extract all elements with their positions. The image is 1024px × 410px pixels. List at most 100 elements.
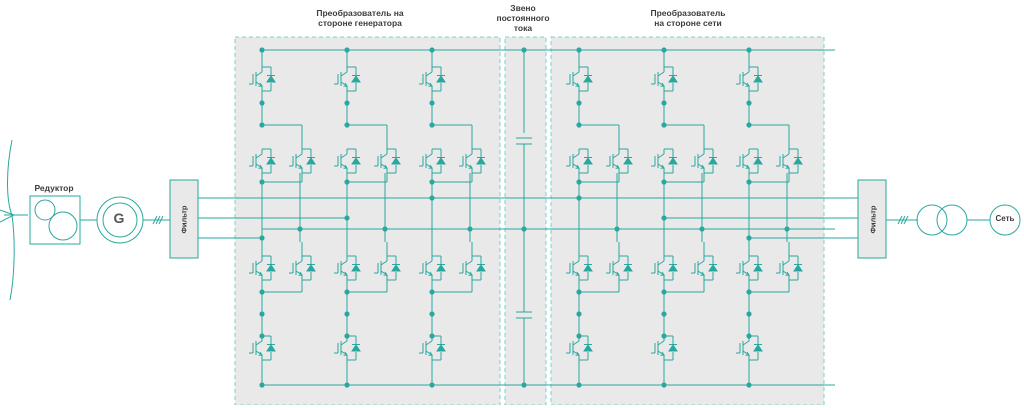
junction-dot: [259, 311, 265, 317]
diode-triangle: [583, 344, 593, 352]
diode-triangle: [436, 157, 446, 165]
diode-triangle: [668, 344, 678, 352]
turbine-blade-icon: [4, 139, 28, 301]
junction-dot: [661, 122, 667, 128]
switch-collector: [742, 71, 750, 77]
igbt-switch: [459, 255, 486, 281]
grid-converter-panel: [550, 36, 825, 406]
diode-triangle: [266, 264, 276, 272]
generator-inner-ring: [102, 202, 138, 238]
diode-triangle: [351, 344, 361, 352]
diode-triangle: [476, 264, 486, 272]
junction-dot: [429, 195, 435, 201]
igbt-switch: [691, 255, 718, 281]
three-phase-mark: [155, 215, 161, 225]
emitter-arrow: [785, 271, 790, 276]
igbt-switch: [606, 255, 633, 281]
filter-left-label: Фильтр: [179, 205, 189, 234]
junction-dot: [344, 100, 350, 106]
emitter-arrow: [428, 351, 433, 356]
junction-dot: [661, 289, 667, 295]
emitter-arrow: [615, 164, 620, 169]
junction-dot: [746, 333, 752, 339]
junction-dot: [467, 226, 473, 232]
junction-dot: [382, 226, 388, 232]
three-phase-mark: [900, 215, 906, 225]
junction-dot: [344, 333, 350, 339]
diode-triangle: [351, 75, 361, 83]
three-phase-mark: [897, 215, 903, 225]
junction-dot: [344, 179, 350, 185]
junction-dot: [576, 289, 582, 295]
junction-dot: [259, 382, 265, 388]
igbt-switch: [566, 148, 593, 174]
junction-dot: [429, 289, 435, 295]
junction-dot: [429, 122, 435, 128]
emitter-arrow: [700, 271, 705, 276]
switch-collector: [425, 153, 433, 159]
junction-dot: [429, 100, 435, 106]
switch-collector: [742, 260, 750, 266]
diode-triangle: [708, 157, 718, 165]
diode-triangle: [753, 157, 763, 165]
switch-collector: [255, 71, 263, 77]
switch-collector: [425, 71, 433, 77]
gen-converter-label: Преобразователь на стороне генератора: [316, 8, 404, 28]
filter-right-label: Фильтр: [868, 205, 878, 234]
igbt-switch: [374, 148, 401, 174]
junction-dot: [429, 311, 435, 317]
switch-collector: [380, 153, 388, 159]
switch-collector: [742, 153, 750, 159]
junction-dot: [259, 235, 265, 241]
emitter-arrow: [745, 164, 750, 169]
emitter-arrow: [343, 271, 348, 276]
diode-triangle: [793, 264, 803, 272]
diode-triangle: [583, 75, 593, 83]
three-phase-mark: [903, 215, 909, 225]
emitter-arrow: [428, 271, 433, 276]
junction-dot: [259, 122, 265, 128]
igbt-switch: [651, 66, 678, 92]
igbt-switch: [566, 335, 593, 361]
switch-collector: [742, 340, 750, 346]
filter-right-box: [857, 179, 887, 259]
turbine-hub-icon: [0, 209, 16, 223]
diode-triangle: [476, 157, 486, 165]
igbt-switch: [651, 335, 678, 361]
junction-dot: [429, 47, 435, 53]
igbt-switch: [334, 255, 361, 281]
diode-triangle: [351, 264, 361, 272]
igbt-switch: [691, 148, 718, 174]
emitter-arrow: [745, 82, 750, 87]
junction-dot: [661, 215, 667, 221]
junction-dot: [259, 179, 265, 185]
generator-label: G: [113, 210, 125, 226]
switch-collector: [697, 260, 705, 266]
emitter-arrow: [745, 351, 750, 356]
junction-dot: [521, 226, 527, 232]
transformer-winding: [936, 204, 968, 236]
switch-collector: [657, 153, 665, 159]
igbt-switch: [374, 255, 401, 281]
dc-link-panel: [504, 36, 547, 406]
junction-dot: [429, 382, 435, 388]
emitter-arrow: [383, 164, 388, 169]
emitter-arrow: [785, 164, 790, 169]
junction-dot: [576, 195, 582, 201]
junction-dot: [344, 215, 350, 221]
diode-triangle: [668, 157, 678, 165]
switch-collector: [572, 153, 580, 159]
junction-dot: [576, 47, 582, 53]
junction-dot: [344, 289, 350, 295]
filter-left-box: [169, 179, 199, 259]
emitter-arrow: [575, 82, 580, 87]
switch-collector: [697, 153, 705, 159]
igbt-switch: [334, 66, 361, 92]
emitter-arrow: [615, 271, 620, 276]
switch-collector: [425, 260, 433, 266]
junction-dot: [259, 100, 265, 106]
junction-dot: [746, 382, 752, 388]
igbt-switch: [776, 148, 803, 174]
junction-dot: [746, 289, 752, 295]
